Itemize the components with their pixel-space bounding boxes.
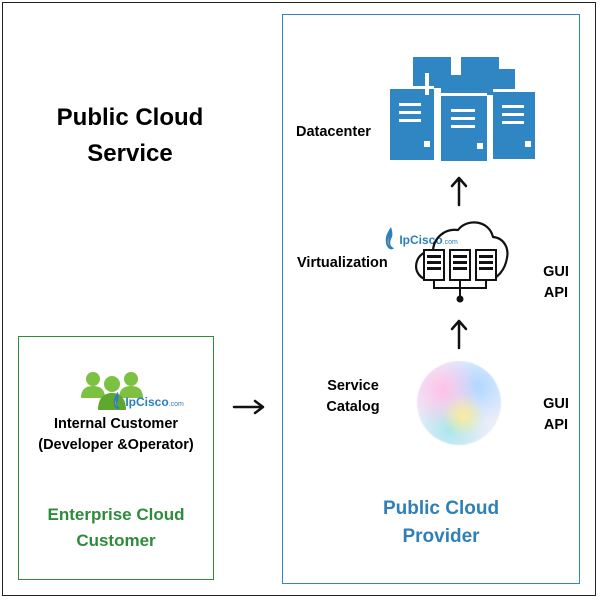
brand-name: IpCisco (399, 233, 443, 247)
gui-label: GUI (543, 264, 569, 280)
brand-logo-customer: IpCisco.com (112, 391, 184, 411)
enterprise-label-line-1: Enterprise Cloud (47, 505, 185, 524)
internal-customer-label: Internal Customer (Developer &Operator) (22, 414, 210, 456)
brand-suffix: .com (442, 239, 458, 246)
internal-customer-line-2: (Developer &Operator) (38, 437, 194, 453)
gui-api-label-bottom: GUI API (536, 394, 576, 436)
service-catalog-line-1: Service (327, 378, 379, 394)
service-catalog-label: Service Catalog (318, 376, 388, 418)
virtualization-label: Virtualization (297, 255, 388, 271)
enterprise-cloud-customer-label: Enterprise Cloud Customer (22, 502, 210, 554)
gui-label: GUI (543, 396, 569, 412)
public-cloud-provider-box (282, 14, 580, 584)
flame-icon (113, 391, 121, 409)
arrow-right-icon (232, 399, 265, 415)
server-rack-icon (390, 57, 535, 161)
provider-label-line-2: Provider (402, 526, 480, 547)
enterprise-label-line-2: Customer (76, 531, 156, 550)
title-line-1: Public Cloud (56, 104, 204, 131)
arrow-up-icon (450, 319, 468, 350)
brand-suffix: .com (168, 401, 184, 408)
gui-api-label-top: GUI API (536, 262, 576, 304)
users-group-icon (81, 372, 143, 410)
api-label: API (543, 417, 569, 433)
provider-label-line-1: Public Cloud (382, 498, 500, 519)
datacenter-label: Datacenter (296, 124, 371, 140)
cloud-virtualization-icon (415, 221, 509, 303)
brand-name: IpCisco (125, 395, 169, 409)
service-catalog-sphere-icon (417, 361, 501, 445)
brand-logo-provider: IpCisco.com (384, 226, 458, 252)
flame-icon (385, 227, 394, 250)
enterprise-cloud-customer-box (18, 336, 214, 580)
service-catalog-line-2: Catalog (326, 399, 380, 415)
internal-customer-line-1: Internal Customer (53, 416, 179, 432)
title-line-2: Service (87, 140, 173, 167)
diagram-title: Public Cloud Service (30, 100, 230, 172)
public-cloud-provider-label: Public Cloud Provider (330, 495, 552, 551)
api-label: API (543, 285, 569, 301)
arrow-up-icon (450, 176, 468, 207)
